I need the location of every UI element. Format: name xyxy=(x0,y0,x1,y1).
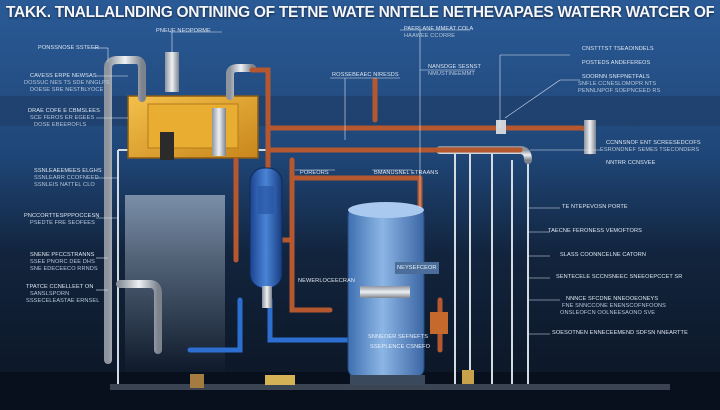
label-mid-3: POREORS xyxy=(300,170,329,176)
label-left-6a: SNENE PFCCSTRANNS xyxy=(30,252,95,258)
label-left-4c: SSNLEIS NATTEL CLO xyxy=(34,182,95,188)
label-left-3c: DOSE EBEEROFLS xyxy=(34,122,87,128)
label-left-3b: SCE FEROS ER EGEES xyxy=(30,115,95,121)
label-right-4: NNTRR CCNSVEE xyxy=(606,160,656,166)
label-right-8a: NNNCE SFCDNE NNEOOEONEYS xyxy=(566,296,659,302)
filter-cartridge xyxy=(249,167,283,308)
label-tank-2: SSEPLENCE CSNEFO xyxy=(370,344,431,350)
blue-water-lines xyxy=(187,297,353,353)
label-right-2b: CCNNSNOF ENT SCREESEDCOFS xyxy=(606,140,701,146)
label-top-right-mid: PAERLANE MMEAT COLA xyxy=(404,26,474,32)
label-right-5a: TE NTEPEVOSN PORTE xyxy=(562,204,628,210)
label-left-6c: SNE EDECEECO RRNDS xyxy=(30,266,98,272)
label-left-7b: SANSLSPORN xyxy=(30,291,70,297)
label-mid-5: NEWERLOCEECRAN xyxy=(298,278,356,284)
label-top-right-mid2: HAAWEE CCORRE xyxy=(404,33,456,39)
floor-plate xyxy=(110,384,670,390)
label-left-5a: PNCCORTTESPPPOCCESN xyxy=(24,213,100,219)
label-right-3c: PENNLNPOF SOEPNCEED RS xyxy=(578,88,661,94)
label-left-1: PONSSNOSE SSTEER xyxy=(38,45,99,51)
label-left-2c: DOESE SRE NESTBLYOCE xyxy=(30,87,104,93)
label-right-6: SLASS COONNCELNE CATORN xyxy=(560,252,647,258)
label-tank-1: SNNEOER SEFNEFTS xyxy=(368,334,429,340)
water-heater-tank xyxy=(347,202,439,385)
vent-valve xyxy=(165,52,179,92)
label-mid-1: ROSSEBEAEC NIRESDS xyxy=(332,72,399,78)
label-mid-2b: NMUSTINEEMMT xyxy=(428,71,475,77)
label-right-2c: ESRONDNEF SEMES TSECONDERS xyxy=(600,147,700,153)
label-mid-4: BMANUSNEL ETRAANS xyxy=(374,170,439,176)
callout-lines xyxy=(94,29,600,335)
label-left-5b: PSEDTE FRE SEOFEES xyxy=(30,220,95,226)
label-right-8b: FNE SNNCCONE ENENSCOFNFOONS xyxy=(562,303,667,309)
label-left-2b: DOSSUC NES TS SDE NNGLPS xyxy=(24,80,110,86)
label-left-7c: SSSECELEASTAE ERNSEL xyxy=(26,298,100,304)
label-mid-2: NANSDGE SESNST xyxy=(428,64,481,70)
label-left-2a: CAVESS ERPE NEWSAS xyxy=(30,73,97,79)
label-left-6b: SSEE PNORC DEE DHS xyxy=(30,259,95,265)
label-tank-band: NEYSEFCEOR xyxy=(397,265,437,271)
label-right-9: SOESOTNEN ENNECEEMEND SDFSN NNEARTTE xyxy=(552,330,688,336)
label-right-3b: SNFLE CCNESLOMOPR NTS xyxy=(578,81,657,87)
label-right-8c: ONSLEOFCN OOLNEESAONO SVE xyxy=(560,310,656,316)
label-left-3a: DRAE COFE E CBMSLEES xyxy=(28,108,100,114)
label-left-4b: SSNLEARR CCOFNEED xyxy=(34,175,99,181)
label-left-7a: TPATCE CCNELLEET ON xyxy=(26,284,94,290)
label-left-4a: SSNLEAEEMEES ELGHS xyxy=(34,168,102,174)
diagram-title: TAKK. TNALLALNDING ONTINING OF TETNE WAT… xyxy=(6,4,714,21)
label-right-3a: SOORNN SNFPNETFALS xyxy=(582,74,650,80)
label-right-7: SENTECELE SCCNSNEEC SNEEOEPCCET SR xyxy=(556,274,683,280)
pressure-relief-assembly xyxy=(190,120,596,388)
label-right-2a: POSTEDS ANDEFEREOS xyxy=(582,60,651,66)
label-right-1: CNSTTTST TSEAOINDELS xyxy=(582,46,654,52)
label-right-5b: TAECNE FERONESS VEMOFTORS xyxy=(548,228,642,234)
yellow-supply-tank xyxy=(127,95,259,160)
label-top-center: PNEUE NEOPORME xyxy=(156,28,211,34)
